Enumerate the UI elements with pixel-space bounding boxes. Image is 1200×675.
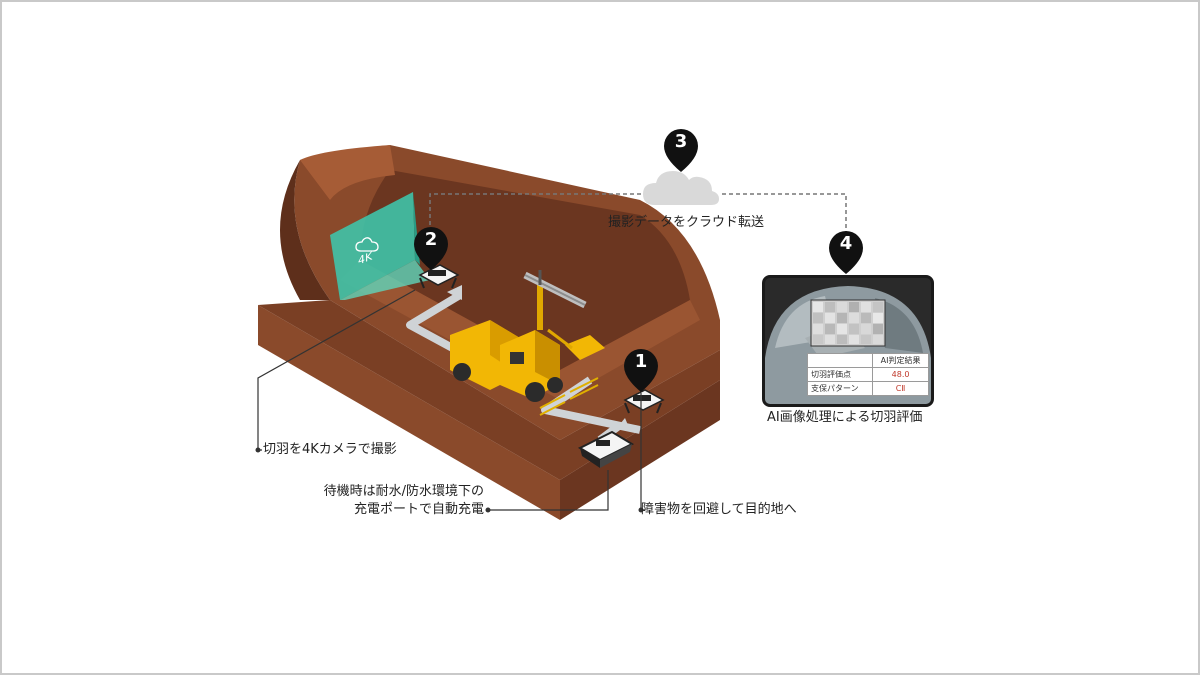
leader-dots	[255, 447, 644, 513]
charging-port	[577, 430, 635, 468]
label-4k-capture: 切羽を4Kカメラで撮影	[263, 442, 397, 457]
safety-fences	[539, 377, 599, 416]
table-header: AI判定結果	[872, 353, 929, 368]
label-ai-evaluation: AI画像処理による切羽評価	[767, 410, 923, 425]
route-arrow-up	[447, 285, 462, 300]
ai-result-panel: AI判定結果 切羽評価点 48.0 支保パターン CⅡ	[762, 275, 934, 407]
label-obstacle-avoidance: 障害物を回避して目的地へ	[641, 502, 797, 517]
label-charging-line2: 充電ポートで自動充電	[353, 502, 484, 517]
marker-1-number: 1	[634, 351, 648, 372]
drilling-jumbo	[450, 270, 605, 402]
robot-moving	[623, 389, 665, 414]
marker-4-number: 4	[839, 233, 853, 254]
table-header-blank	[806, 353, 874, 368]
table-row: 支保パターン CⅡ	[806, 381, 929, 396]
ai-result-table: AI判定結果 切羽評価点 48.0 支保パターン CⅡ	[806, 353, 929, 396]
pin-shapes	[414, 129, 863, 392]
cloud-icon	[643, 171, 719, 205]
robot-at-face	[418, 264, 460, 289]
row-label: 支保パターン	[806, 381, 874, 396]
table-row: AI判定結果	[806, 353, 929, 368]
marker-2: 2	[414, 225, 448, 269]
marker-3-number: 3	[674, 131, 688, 152]
marker-2-number: 2	[424, 229, 438, 250]
row-value: CⅡ	[872, 381, 929, 396]
data-transfer-line	[429, 193, 847, 232]
route-arrow-right	[615, 418, 630, 430]
marker-1: 1	[624, 347, 658, 391]
marker-4: 4	[829, 229, 863, 273]
mosaic-grid	[810, 299, 886, 347]
marker-3: 3	[664, 127, 698, 171]
label-charging-line1: 待機時は耐水/防水環境下の	[323, 484, 484, 499]
row-value: 48.0	[872, 367, 929, 382]
label-cloud-transfer: 撮影データをクラウド転送	[608, 215, 765, 230]
table-row: 切羽評価点 48.0	[806, 367, 929, 382]
row-label: 切羽評価点	[806, 367, 874, 382]
